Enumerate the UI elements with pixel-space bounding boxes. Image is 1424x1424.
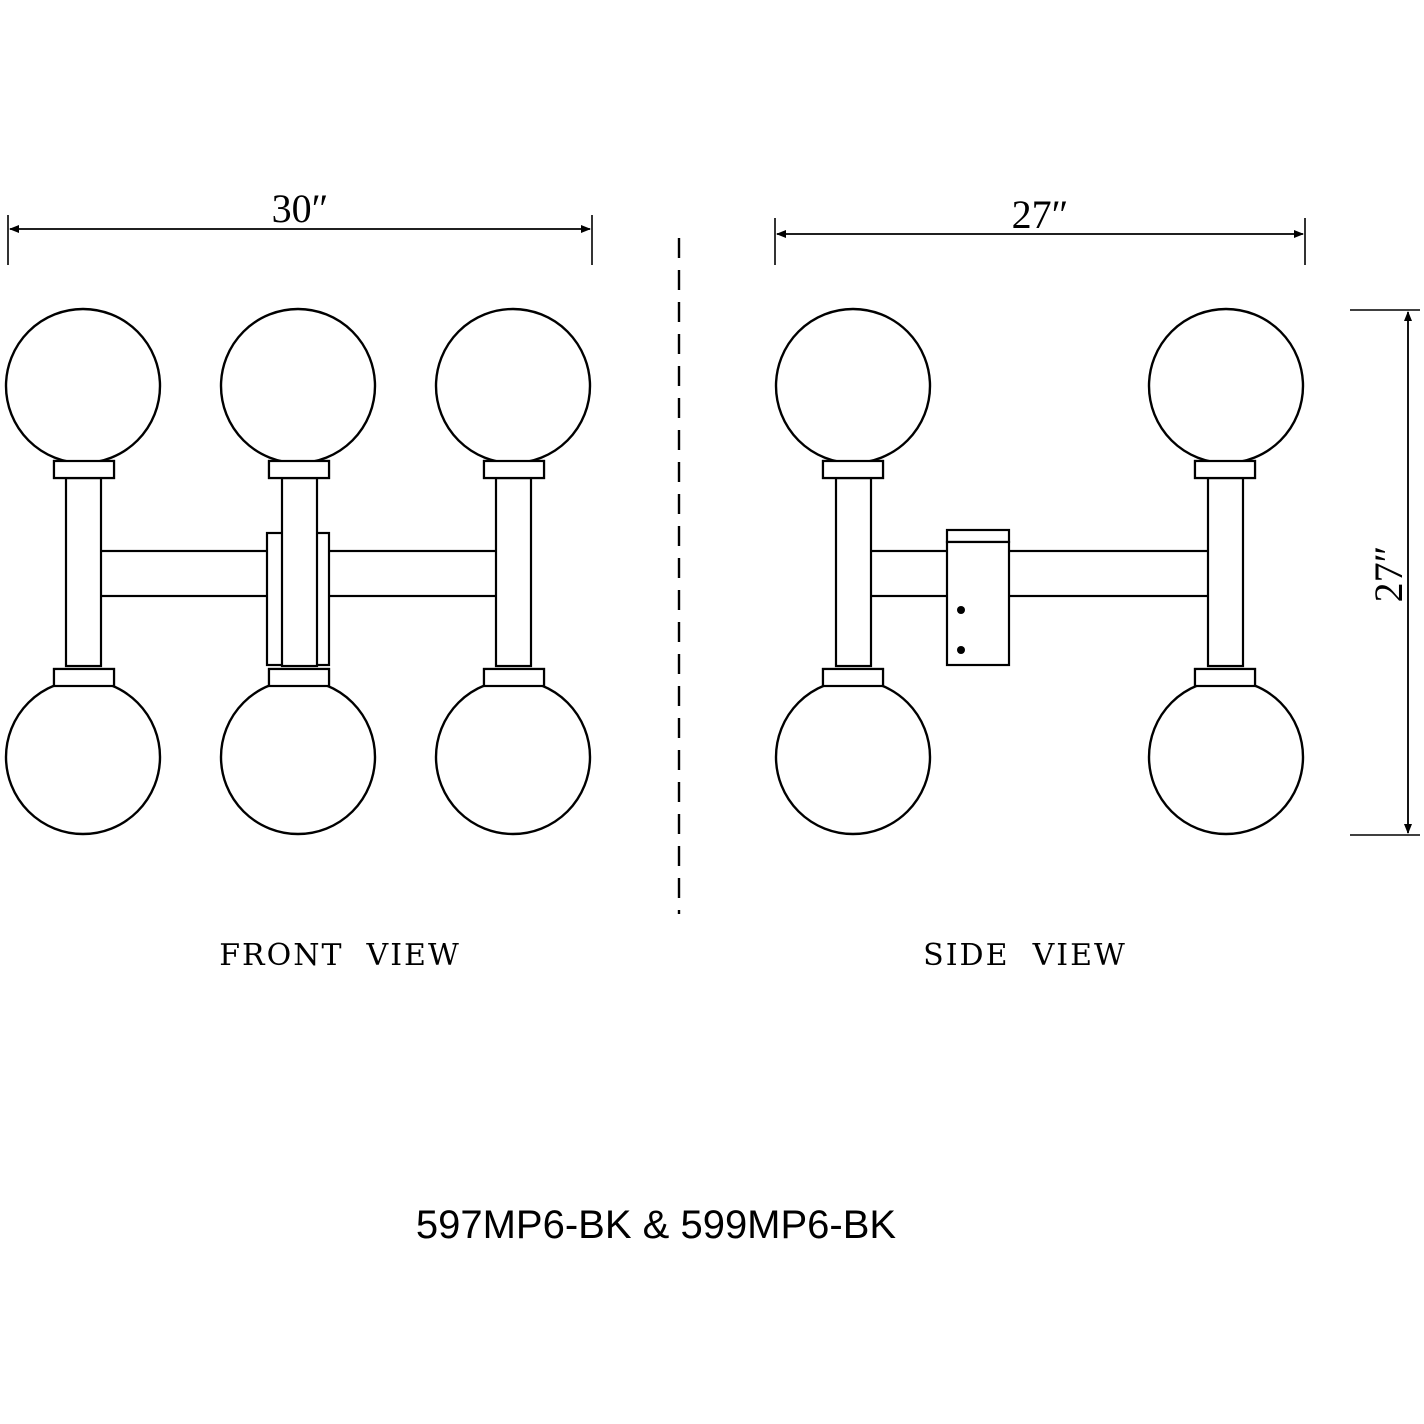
- globe: [219, 678, 377, 836]
- globe: [434, 307, 592, 465]
- side-width-label: 27″: [1012, 192, 1069, 237]
- mount-bracket: [945, 540, 1011, 667]
- height-dimension: 27″: [1350, 309, 1420, 836]
- globe: [1147, 307, 1305, 465]
- model-number-label: 597MP6-BK & 599MP6-BK: [416, 1203, 897, 1247]
- front-view-fixture: [4, 307, 592, 836]
- side-stem-right: [1206, 476, 1245, 668]
- front-width-dimension: 30″: [7, 186, 593, 265]
- mount-cap: [945, 528, 1011, 544]
- globe: [774, 307, 932, 465]
- globe: [774, 678, 932, 836]
- side-view-fixture: [774, 307, 1305, 836]
- globe: [219, 307, 377, 465]
- globe: [4, 307, 162, 465]
- socket: [1193, 667, 1257, 688]
- socket: [1193, 459, 1257, 480]
- side-width-dimension: 27″: [774, 192, 1306, 265]
- socket: [821, 459, 885, 480]
- front-stem-left: [64, 476, 103, 668]
- socket: [821, 667, 885, 688]
- front-stem-center: [280, 476, 319, 668]
- side-view-label: SIDE VIEW: [923, 938, 1127, 973]
- front-stem-right: [494, 476, 533, 668]
- side-stem-left: [834, 476, 873, 668]
- globe: [434, 678, 592, 836]
- globe: [1147, 678, 1305, 836]
- front-width-label: 30″: [272, 186, 329, 231]
- height-label: 27″: [1366, 546, 1411, 603]
- globe: [4, 678, 162, 836]
- front-view-label: FRONT VIEW: [219, 938, 461, 973]
- screw: [957, 646, 965, 654]
- screw: [957, 606, 965, 614]
- side-arm-right: [1003, 549, 1220, 598]
